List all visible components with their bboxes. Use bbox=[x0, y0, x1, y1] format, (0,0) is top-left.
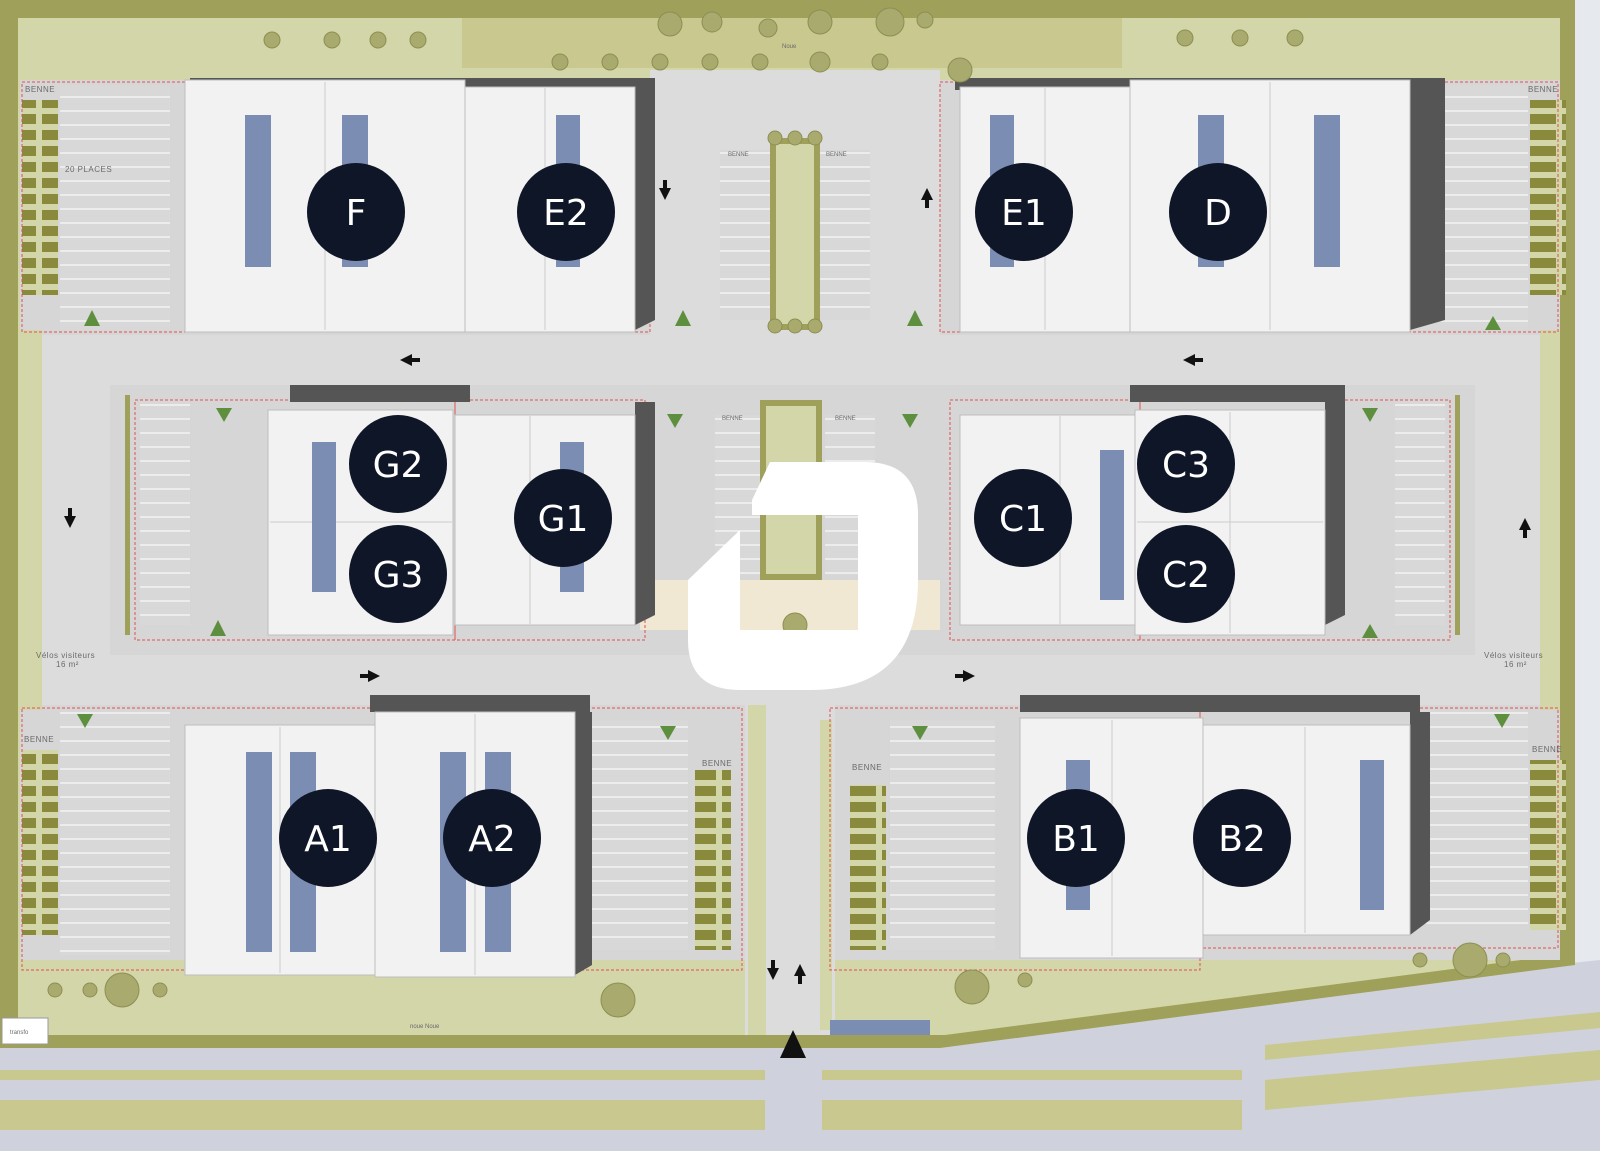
unit-badge-label: F bbox=[346, 193, 367, 234]
unit-badge-circle bbox=[1027, 789, 1125, 887]
places-label: 20 PLACES bbox=[65, 165, 112, 174]
unit-badge-circle bbox=[349, 525, 447, 623]
benne-label-ne: BENNE bbox=[1528, 85, 1558, 94]
parking-w bbox=[140, 400, 190, 625]
unit-badge-circle bbox=[975, 163, 1073, 261]
velos-area-w: 16 m² bbox=[56, 660, 79, 669]
unit-badge-circle bbox=[514, 469, 612, 567]
unit-badge-label: E2 bbox=[543, 193, 589, 234]
unit-badge-circle bbox=[974, 469, 1072, 567]
parking-nw bbox=[60, 85, 170, 330]
traffic-arrows bbox=[64, 180, 1531, 1058]
parking-e bbox=[1395, 400, 1445, 625]
benne-label-a: BENNE bbox=[702, 759, 732, 768]
parking-sw bbox=[60, 710, 170, 955]
unit-badge-label: C1 bbox=[999, 499, 1047, 540]
unit-badge-circle bbox=[1193, 789, 1291, 887]
unit-badge-label: B2 bbox=[1218, 819, 1266, 860]
transfo-label: transfo bbox=[10, 1030, 29, 1036]
unit-badge-label: A2 bbox=[468, 819, 516, 860]
unit-badge-g2[interactable]: G2 bbox=[349, 415, 447, 513]
unit-badge-g3[interactable]: G3 bbox=[349, 525, 447, 623]
benne-label-se: BENNE bbox=[1532, 745, 1562, 754]
unit-badge-f[interactable]: F bbox=[307, 163, 405, 261]
benne-label-b: BENNE bbox=[852, 763, 882, 772]
trees bbox=[47, 7, 1511, 1018]
unit-badge-label: C3 bbox=[1162, 445, 1210, 486]
unit-badge-d[interactable]: D bbox=[1169, 163, 1267, 261]
unit-badge-c2[interactable]: C2 bbox=[1137, 525, 1235, 623]
bike-rack-se bbox=[1530, 760, 1566, 930]
unit-badge-circle bbox=[349, 415, 447, 513]
entry-markers bbox=[77, 310, 1510, 740]
logo-watermark bbox=[688, 462, 918, 690]
unit-badge-b1[interactable]: B1 bbox=[1027, 789, 1125, 887]
unit-badge-label: E1 bbox=[1001, 193, 1047, 234]
north-road bbox=[40, 335, 1540, 385]
unit-badge-circle bbox=[1137, 415, 1235, 513]
unit-badge-circle bbox=[1137, 525, 1235, 623]
benne-label-sw: BENNE bbox=[24, 735, 54, 744]
unit-badge-label: G3 bbox=[373, 555, 424, 596]
unit-badge-a2[interactable]: A2 bbox=[443, 789, 541, 887]
bike-rack-a bbox=[695, 770, 731, 950]
unit-badge-label: A1 bbox=[304, 819, 352, 860]
unit-badge-c3[interactable]: C3 bbox=[1137, 415, 1235, 513]
parking-a bbox=[588, 720, 688, 950]
benne-label-m2: BENNE bbox=[835, 416, 856, 422]
benne-label-m1: BENNE bbox=[722, 416, 743, 422]
noue-label-bottom: noue Noue bbox=[410, 1024, 440, 1030]
bike-rack-nw bbox=[22, 100, 58, 295]
plan-annotations: BENNE BENNE BENNE BENNE BENNE BENNE BENN… bbox=[1, 44, 1562, 1045]
unit-badge-label: B1 bbox=[1052, 819, 1100, 860]
unit-badge-label: G2 bbox=[373, 445, 424, 486]
velos-label-w: Vélos visiteurs bbox=[36, 651, 95, 660]
unit-badge-g1[interactable]: G1 bbox=[514, 469, 612, 567]
unit-badge-e1[interactable]: E1 bbox=[975, 163, 1073, 261]
benne-label-nw: BENNE bbox=[25, 85, 55, 94]
unit-badge-circle bbox=[517, 163, 615, 261]
unit-badge-e2[interactable]: E2 bbox=[517, 163, 615, 261]
bike-rack-sw bbox=[22, 750, 58, 935]
unit-badge-circle bbox=[443, 789, 541, 887]
unit-badge-circle bbox=[279, 789, 377, 887]
velos-label-e: Vélos visiteurs bbox=[1484, 651, 1543, 660]
unit-badge-label: G1 bbox=[538, 499, 589, 540]
bike-rack-b bbox=[850, 785, 886, 950]
noue-label-top: Noue bbox=[782, 44, 797, 50]
unit-badge-a1[interactable]: A1 bbox=[279, 789, 377, 887]
unit-badge-c1[interactable]: C1 bbox=[974, 469, 1072, 567]
unit-badge-circle bbox=[307, 163, 405, 261]
unit-badge-circle bbox=[1169, 163, 1267, 261]
bike-rack-ne bbox=[1530, 100, 1566, 295]
parking-b bbox=[890, 720, 995, 950]
unit-badge-b2[interactable]: B2 bbox=[1193, 789, 1291, 887]
benne-label-n1: BENNE bbox=[728, 152, 749, 158]
unit-badge-label: C2 bbox=[1162, 555, 1210, 596]
velos-area-e: 16 m² bbox=[1504, 660, 1527, 669]
benne-label-n2: BENNE bbox=[826, 152, 847, 158]
unit-badge-label: D bbox=[1204, 193, 1232, 234]
